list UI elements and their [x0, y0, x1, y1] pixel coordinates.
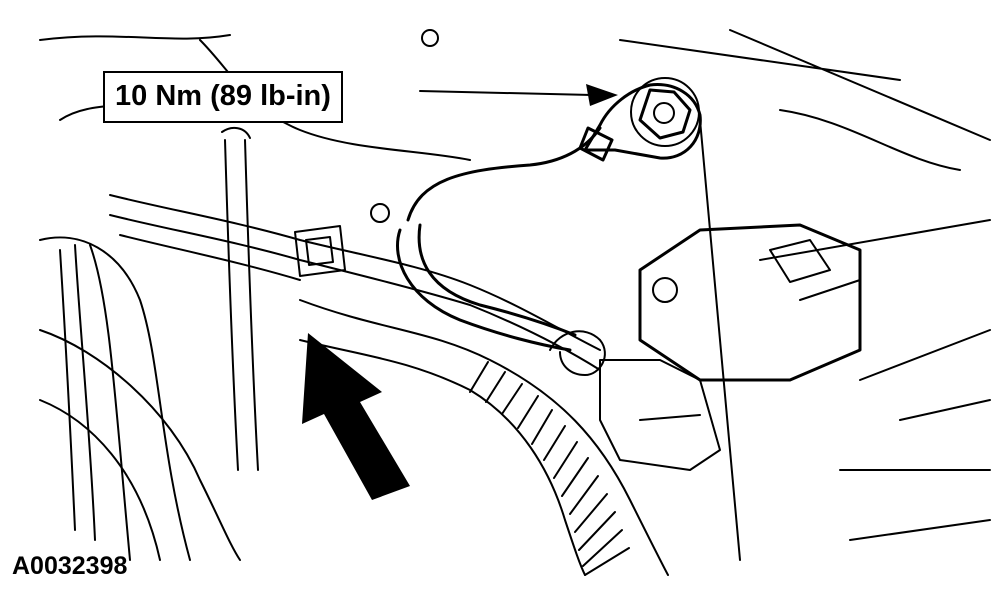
harness-bundle [109, 194, 601, 371]
ground-cable-lower [417, 223, 577, 337]
harness-connector-lower [599, 359, 721, 471]
figure-id: A0032398 [12, 552, 128, 580]
ground-cable-outer [406, 126, 602, 222]
hose-outline-left [39, 236, 191, 561]
electrical-connector [638, 223, 862, 382]
ground-bolt-head [638, 88, 692, 140]
hose-ribs-left [59, 244, 96, 541]
locator-arrow [302, 333, 410, 500]
lower-left-contour [39, 329, 241, 561]
terminal-crimp [578, 126, 614, 162]
wire-clip [294, 225, 346, 277]
small-stud-bolt [370, 203, 390, 223]
ground-bolt-center [653, 102, 675, 124]
corrugated-conduit-ribs [469, 361, 630, 576]
vertical-pipe [221, 126, 259, 471]
torque-callout: 10 Nm (89 lb-in) [103, 71, 343, 123]
bolt-washer [630, 77, 700, 147]
connector-grommet [652, 277, 678, 303]
bracket-plate [839, 329, 991, 541]
connector-latch [769, 239, 861, 301]
ring-terminal [583, 83, 702, 160]
callout-leader-line [419, 90, 593, 96]
right-housing-outline [619, 29, 991, 561]
upper-stud-bolt [421, 29, 439, 47]
ground-cable-inner [396, 228, 572, 352]
callout-arrowhead [586, 84, 618, 106]
wire-loop [549, 330, 606, 376]
corrugated-conduit-outline [299, 299, 669, 576]
